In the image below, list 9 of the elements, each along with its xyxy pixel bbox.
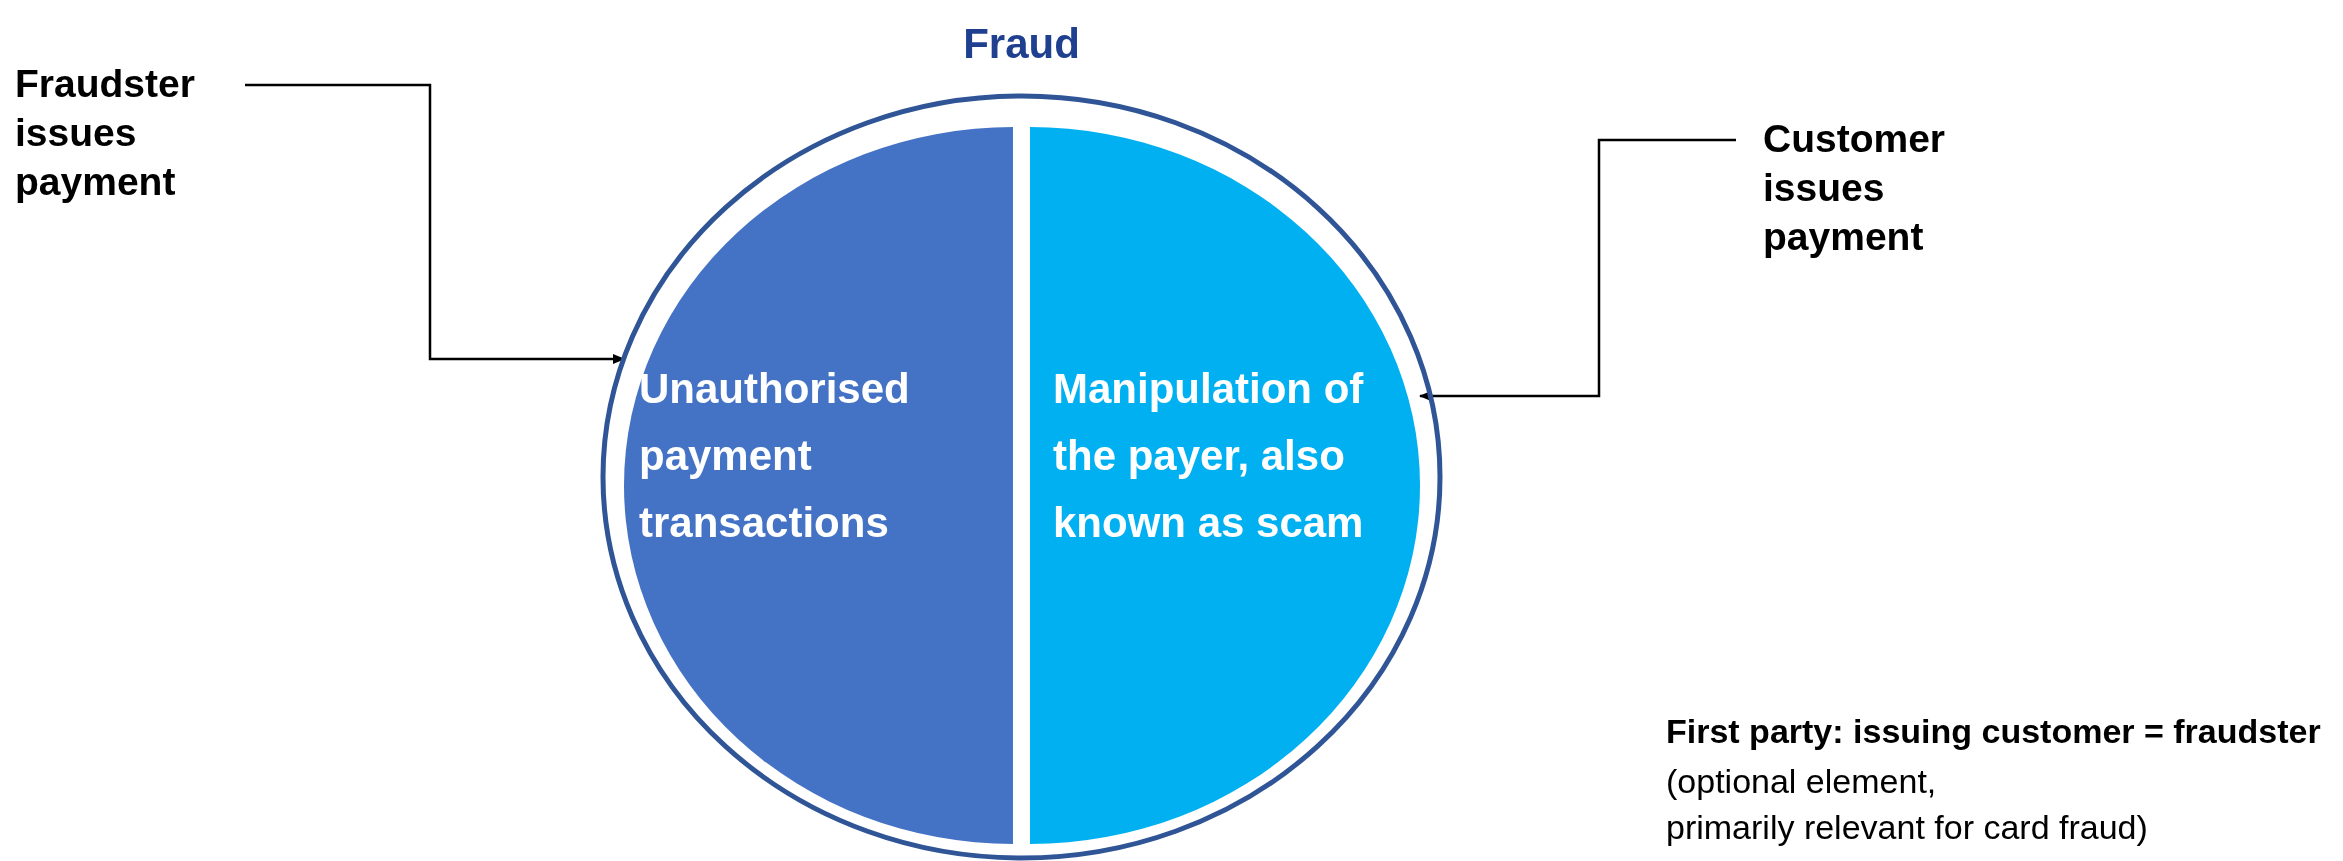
note-text: primarily relevant for card fraud) [1666,808,2148,847]
callout-text: Fraudster issues payment [15,61,196,205]
callout-text: Customer issues payment [1763,116,1947,260]
note-heading: First party: issuing customer = fraudster [1666,712,2321,751]
circle-title: Fraud [963,20,1080,67]
segment-label: Unauthorised payment transactions [639,365,910,547]
segment-label: Manipulation of the payer, also known as scam [1053,365,1364,547]
note-text: (optional element, [1666,762,1937,801]
leader-arrow [1419,138,1736,401]
